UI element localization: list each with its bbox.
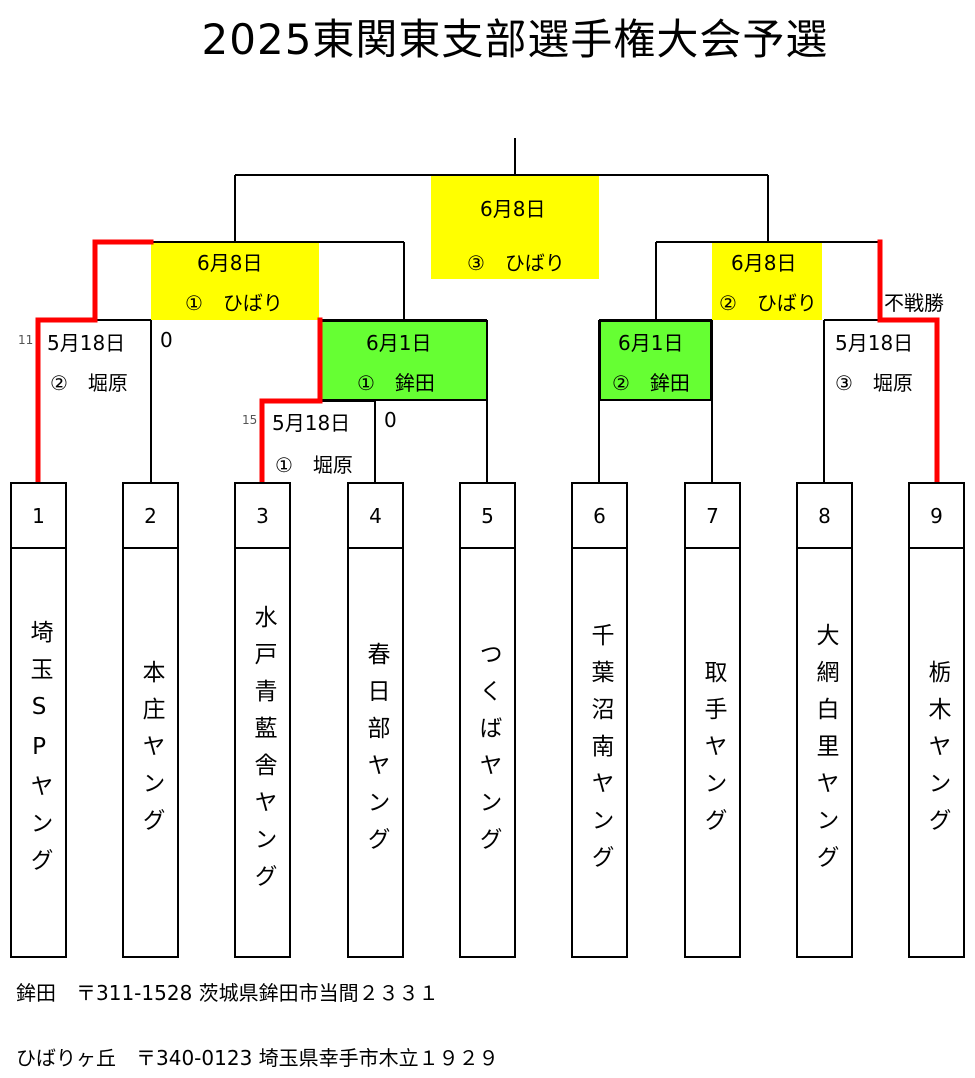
semi-left-venue: ① ひばり <box>185 291 283 315</box>
team-1-name: 埼玉SPヤング <box>26 620 52 885</box>
r1-left-date: 5月18日 <box>47 331 126 355</box>
team-1-name-cell: 埼玉SPヤング <box>10 549 67 958</box>
winner-path-team-1 <box>35 239 154 487</box>
r1-mid-loser-score: 0 <box>384 408 397 432</box>
team-2-name: 本庄ヤング <box>138 660 164 845</box>
team-4-number: 4 <box>347 482 404 549</box>
page-title: 2025東関東支部選手権大会予選 <box>201 15 829 64</box>
r1-right-date: 5月18日 <box>835 331 914 355</box>
team-5-number: 5 <box>459 482 516 549</box>
team-6-name: 千葉沼南ヤング <box>587 623 613 882</box>
team-8-number: 8 <box>796 482 853 549</box>
team-5-name-cell: つくばヤング <box>459 549 516 958</box>
final-venue: ③ ひばり <box>467 251 565 275</box>
qf-left-match-box <box>320 320 488 401</box>
team-5-name: つくばヤング <box>475 641 501 864</box>
r1-right-venue: ③ 堀原 <box>835 371 913 395</box>
qf-right-date: 6月1日 <box>618 331 684 355</box>
r1-mid-date: 5月18日 <box>272 411 351 435</box>
r1-right-bye: 不戦勝 <box>884 291 944 315</box>
team-7-name: 取手ヤング <box>700 660 726 845</box>
team-3-number: 3 <box>234 482 291 549</box>
team-1-number: 1 <box>10 482 67 549</box>
team-7-name-cell: 取手ヤング <box>684 549 741 958</box>
qf-left-date: 6月1日 <box>366 331 432 355</box>
team-2-name-cell: 本庄ヤング <box>122 549 179 958</box>
final-date: 6月8日 <box>480 197 546 221</box>
qf-right-venue: ② 鉾田 <box>612 371 690 395</box>
team-3-name-cell: 水戸青藍舎ヤング <box>234 549 291 958</box>
r1-left-loser-score: 0 <box>160 328 173 352</box>
final-line <box>234 138 769 242</box>
team-4-name: 春日部ヤング <box>363 641 389 864</box>
r1-left-venue: ② 堀原 <box>50 371 128 395</box>
winner-path-team-9 <box>877 239 940 487</box>
semi-left-date: 6月8日 <box>197 251 263 275</box>
r1-left-tag: 11 <box>18 333 34 347</box>
r1-mid-venue: ① 堀原 <box>275 453 353 477</box>
semi-right-line <box>655 241 880 320</box>
semi-right-match-box <box>712 242 822 320</box>
final-match-box <box>431 175 599 279</box>
semi-right-date: 6月8日 <box>731 251 797 275</box>
venue-address-hokota: 鉾田 〒311-1528 茨城県鉾田市当間２３３１ <box>16 981 439 1005</box>
winner-path-team-3 <box>259 317 323 487</box>
team-8-name: 大網白里ヤング <box>812 623 838 882</box>
team-9-name: 栃木ヤング <box>924 660 950 845</box>
team-3-name: 水戸青藍舎ヤング <box>250 604 276 901</box>
team-6-name-cell: 千葉沼南ヤング <box>571 549 628 958</box>
qf-right-match-box <box>599 320 712 401</box>
venue-address-hibarigaoka: ひばりヶ丘 〒340-0123 埼玉県幸手市木立１９２９ <box>16 1046 499 1070</box>
team-2-number: 2 <box>122 482 179 549</box>
team-9-number: 9 <box>908 482 965 549</box>
semi-right-venue: ② ひばり <box>719 291 817 315</box>
team-4-name-cell: 春日部ヤング <box>347 549 404 958</box>
team-8-name-cell: 大網白里ヤング <box>796 549 853 958</box>
team-9-name-cell: 栃木ヤング <box>908 549 965 958</box>
team-6-number: 6 <box>571 482 628 549</box>
qf-left-line <box>320 319 488 484</box>
qf-left-venue: ① 鉾田 <box>357 371 435 395</box>
semi-left-match-box <box>151 242 319 320</box>
r1-mid-tag: 15 <box>242 413 258 427</box>
team-7-number: 7 <box>684 482 741 549</box>
qf-right-line <box>598 319 713 484</box>
